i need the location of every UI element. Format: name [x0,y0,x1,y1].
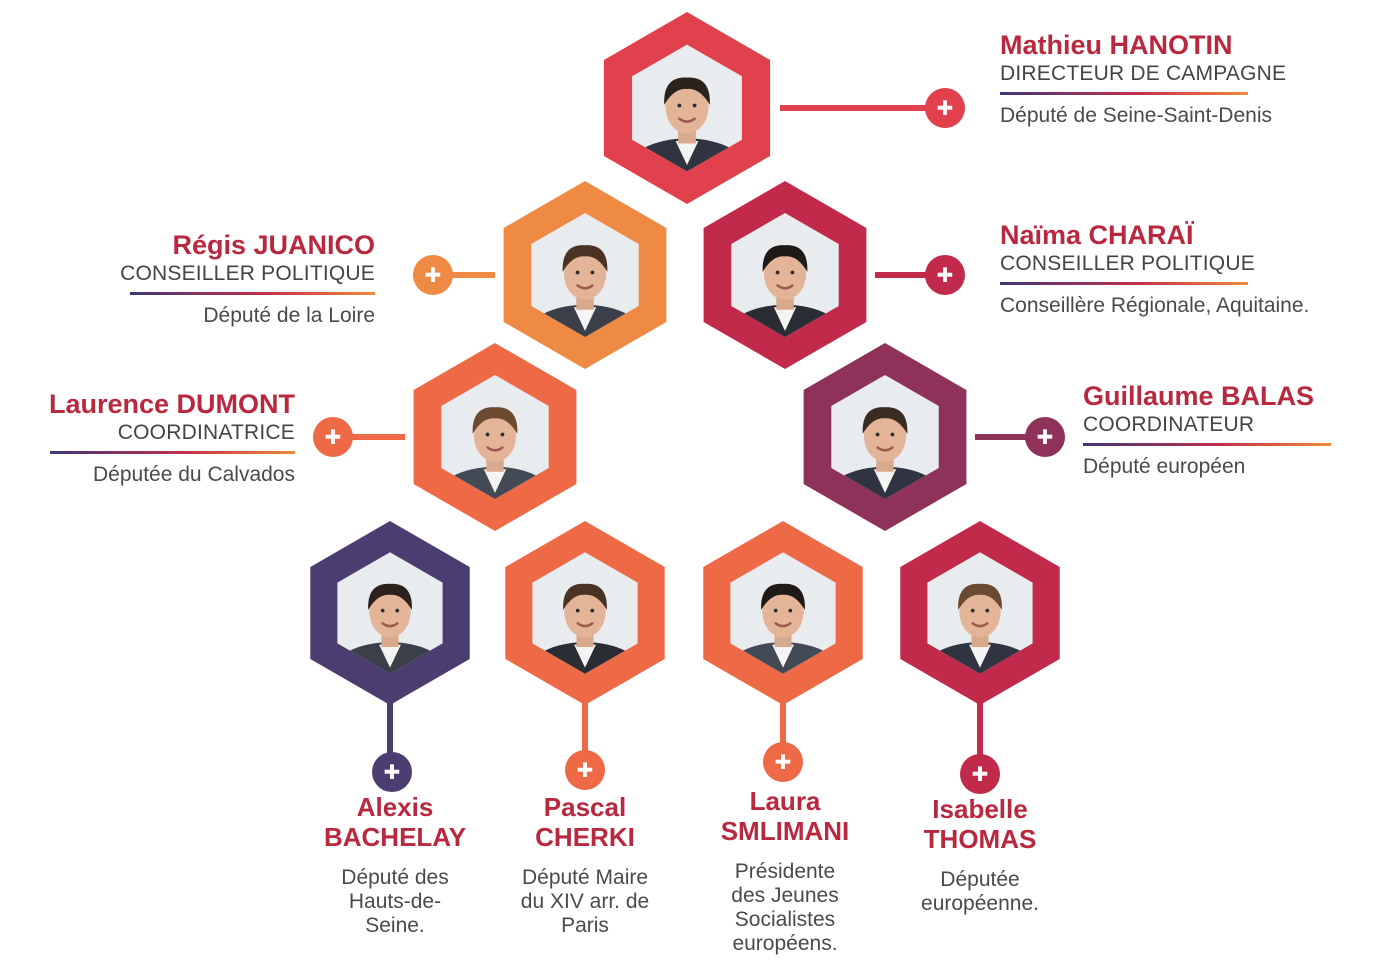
hex-badge-charai [703,181,867,369]
plus-icon: ✚ [577,758,594,782]
person-description: Députée du Calvados [93,463,295,486]
person-name: CHERKI [535,822,635,852]
plus-icon: ✚ [937,96,954,120]
person-description-line: des Jeunes [731,884,839,907]
person-description-line: du XIV arr. de [520,890,650,913]
person-role: CONSEILLER POLITIQUE [1000,252,1255,275]
plus-icon: ✚ [384,760,401,784]
hex-badge-smlimani [703,521,863,705]
plus-icon: ✚ [972,762,989,786]
expand-button-dumont[interactable]: ✚ [313,417,353,457]
plus-icon: ✚ [937,263,954,287]
expand-button-hanotin[interactable]: ✚ [925,88,965,128]
expand-button-thomas[interactable]: ✚ [960,754,1000,794]
person-description-line: européenne. [921,892,1039,915]
gradient-divider [50,451,295,454]
person-name: Guillaume BALAS [1083,381,1315,411]
person-description-line: Seine. [365,914,425,937]
plus-icon: ✚ [325,425,342,449]
gradient-divider [1000,282,1248,285]
person-name: Naïma CHARAÏ [1000,220,1194,250]
person-role: CONSEILLER POLITIQUE [120,262,375,285]
person-name: THOMAS [923,824,1037,854]
gradient-divider [1000,92,1248,95]
person-description-line: Député des [341,866,449,889]
hex-badge-balas [803,343,967,531]
portrait-icon [531,213,639,337]
person-description-line: Paris [561,914,609,937]
person-description-line: Présidente [734,860,836,883]
expand-button-bachelay[interactable]: ✚ [372,752,412,792]
person-description: Député de la Loire [203,304,375,327]
person-role: COORDINATEUR [1083,413,1255,436]
hex-badge-dumont [413,343,577,531]
person-name: Régis JUANICO [172,230,375,260]
person-role: DIRECTEUR DE CAMPAGNE [1000,62,1287,85]
person-name: Mathieu HANOTIN [1000,30,1233,60]
person-name: BACHELAY [323,822,467,852]
person-name: Isabelle [932,794,1028,824]
person-description: Conseillère Régionale, Aquitaine. [1000,294,1310,317]
plus-icon: ✚ [1037,425,1054,449]
person-name: SMLIMANI [720,816,850,846]
person-name: Pascal [543,792,627,822]
person-name: Alexis [356,792,434,822]
person-description-line: Hauts-de- [348,890,442,913]
expand-button-cherki[interactable]: ✚ [565,750,605,790]
hex-badge-bachelay [310,521,470,705]
hex-badge-cherki [505,521,665,705]
hex-badge-hanotin [603,12,771,204]
expand-button-juanico[interactable]: ✚ [413,255,453,295]
hex-badge-juanico [503,181,667,369]
expand-button-smlimani[interactable]: ✚ [763,742,803,782]
person-description-line: européens. [732,932,838,955]
person-description: Député de Seine-Saint-Denis [1000,104,1272,127]
person-name: Laura [749,786,821,816]
gradient-divider [130,292,375,295]
expand-button-balas[interactable]: ✚ [1025,417,1065,457]
hex-badge-thomas [900,521,1060,705]
person-description-line: Députée [940,868,1020,891]
person-role: COORDINATRICE [117,421,295,444]
person-description-line: Député Maire [521,866,649,889]
person-description: Député européen [1083,455,1246,478]
person-name: Laurence DUMONT [48,389,295,419]
plus-icon: ✚ [775,750,792,774]
person-description-line: Socialistes [734,908,836,931]
plus-icon: ✚ [425,263,442,287]
gradient-divider [1083,443,1331,446]
expand-button-charai[interactable]: ✚ [925,255,965,295]
